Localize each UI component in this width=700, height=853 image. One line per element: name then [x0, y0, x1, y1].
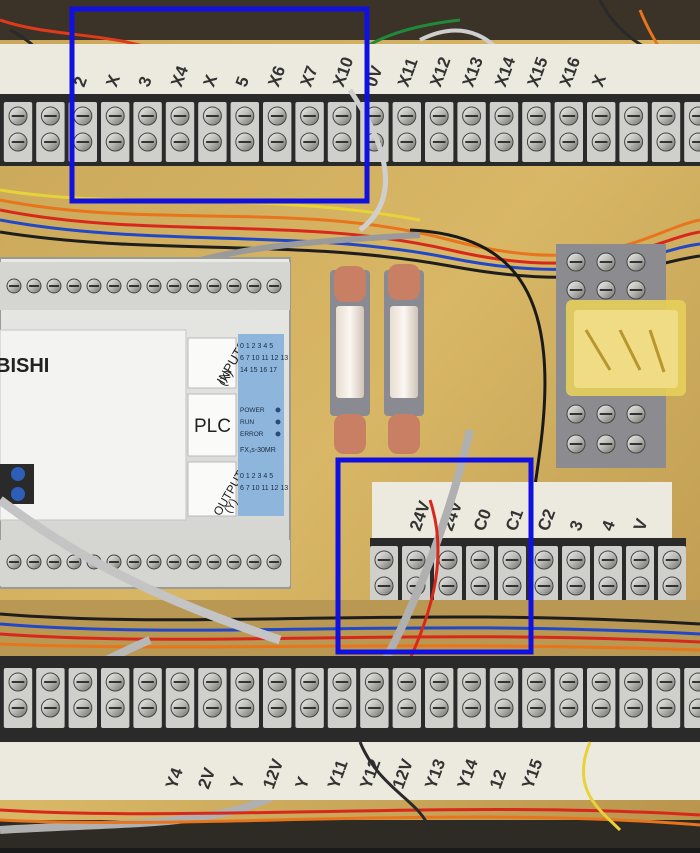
plc-status-run: RUN	[240, 419, 254, 426]
terminal-screw	[263, 102, 292, 162]
terminal-screw	[489, 668, 519, 728]
plc-main-label: PLC	[194, 416, 231, 437]
terminal-screw	[562, 546, 590, 606]
terminal-screw	[554, 668, 583, 728]
fuse-holder-right	[384, 264, 424, 454]
terminal-screw	[327, 102, 357, 162]
mid-terminal-block	[370, 546, 686, 606]
terminal-screw	[457, 102, 486, 162]
terminal-screw	[36, 668, 65, 728]
terminal-screw	[522, 668, 551, 728]
plc-brand: BISHI	[0, 355, 49, 377]
plc-status-error: ERROR	[240, 431, 264, 438]
terminal-screw	[651, 102, 681, 162]
terminal-screw	[392, 668, 421, 728]
plc-unit: BISHI INPUTS (X) PLC OUTPUTS (Y) 0 1 2 3…	[0, 257, 291, 589]
terminal-screw	[651, 668, 681, 728]
mid-label-strip	[372, 482, 672, 538]
top-terminal-block	[3, 102, 700, 162]
relay	[556, 244, 686, 468]
plc-status-power: POWER	[240, 407, 265, 414]
terminal-screw	[530, 546, 558, 606]
terminal-screw	[360, 668, 389, 728]
terminal-screw	[489, 102, 519, 162]
terminal-screw	[554, 102, 583, 162]
highlight-box-top	[69, 6, 370, 204]
terminal-screw	[165, 668, 195, 728]
terminal-screw	[619, 102, 648, 162]
terminal-screw	[198, 102, 227, 162]
plc-inputs-sub: (X)	[215, 368, 235, 389]
terminal-screw	[619, 668, 648, 728]
terminal-screw	[327, 668, 357, 728]
top-label-strip	[0, 44, 700, 94]
terminal-screw	[230, 102, 259, 162]
terminal-screw	[425, 668, 454, 728]
terminal-screw	[392, 102, 421, 162]
fuse-holder-left	[330, 266, 370, 454]
terminal-screw	[684, 102, 700, 162]
bottom-label-strip	[0, 742, 700, 800]
terminal-screw	[626, 546, 654, 606]
terminal-screw	[522, 102, 551, 162]
svg-text:6 7 10 11 12 13: 6 7 10 11 12 13	[240, 355, 288, 362]
svg-text:14 15 16 17: 14 15 16 17	[240, 367, 277, 374]
terminal-screw	[658, 546, 686, 606]
terminal-screw	[295, 102, 324, 162]
terminal-screw	[165, 102, 195, 162]
terminal-screw	[498, 546, 526, 606]
terminal-screw	[68, 102, 97, 162]
terminal-screw	[587, 668, 616, 728]
terminal-screw	[133, 102, 162, 162]
highlight-box-mid	[335, 457, 534, 655]
terminal-screw	[230, 668, 259, 728]
terminal-screw	[684, 668, 700, 728]
terminal-screw	[263, 668, 292, 728]
svg-text:0 1 2 3 4 5: 0 1 2 3 4 5	[240, 473, 273, 480]
terminal-screw	[425, 102, 454, 162]
terminal-screw	[36, 102, 65, 162]
terminal-screw	[101, 102, 130, 162]
terminal-screw	[466, 546, 494, 606]
terminal-screw	[594, 546, 622, 606]
terminal-screw	[457, 668, 486, 728]
plc-status-panel	[238, 334, 284, 516]
terminal-screw	[3, 102, 33, 162]
bottom-wires	[0, 741, 700, 832]
terminal-screw	[68, 668, 97, 728]
terminal-screw	[101, 668, 130, 728]
terminal-screw	[370, 546, 398, 606]
terminal-screw	[133, 668, 162, 728]
terminal-screw	[587, 102, 616, 162]
terminal-screw	[3, 668, 33, 728]
terminal-screw	[402, 546, 430, 606]
plc-model: FX₁s-30MR	[240, 447, 276, 454]
svg-text:6 7 10 11 12 13: 6 7 10 11 12 13	[240, 485, 288, 492]
svg-text:0 1 2 3 4 5: 0 1 2 3 4 5	[240, 343, 273, 350]
bottom-terminal-block	[3, 668, 700, 728]
terminal-screw	[198, 668, 227, 728]
terminal-screw	[295, 668, 324, 728]
